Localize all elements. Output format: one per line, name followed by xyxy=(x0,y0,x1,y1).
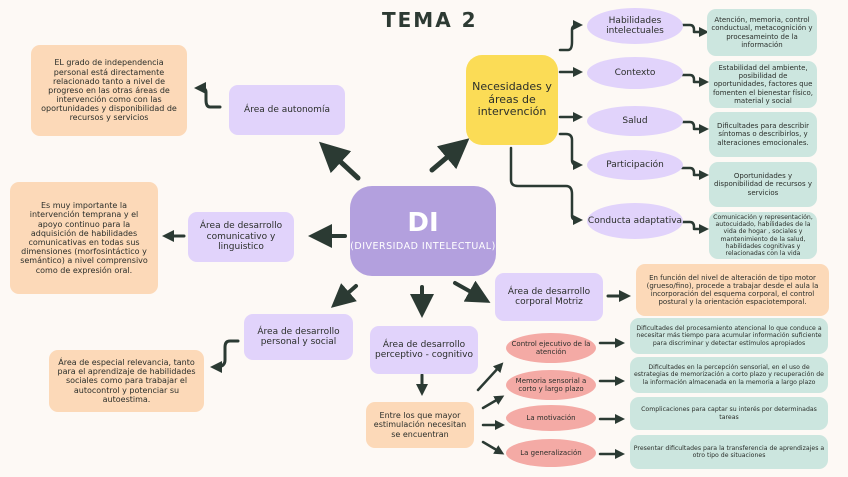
needs-node[interactable]: Necesidades y áreas de intervención xyxy=(466,55,558,145)
area-autonomia[interactable]: Área de autonomía xyxy=(229,85,345,135)
area-motriz[interactable]: Área de desarrollo corporal Motriz xyxy=(495,273,603,321)
perceptivo-detail-atencion: Dificultades del procesamiento atenciona… xyxy=(630,318,828,354)
area-perceptivo[interactable]: Área de desarrollo perceptivo - cognitiv… xyxy=(370,326,478,374)
perceptivo-detail-generalizacion: Presentar dificultades para la transfere… xyxy=(630,435,828,469)
arrow-autonomia-detail xyxy=(194,82,222,109)
perceptivo-item-memoria[interactable]: Memoria sensorial a corto y largo plazo xyxy=(506,370,596,400)
perceptivo-item-motivacion[interactable]: La motivación xyxy=(506,405,596,431)
needs-detail-conducta: Comunicación y representación, autocuida… xyxy=(709,212,817,259)
area-motriz-detail: En función del nivel de alteración de ti… xyxy=(636,264,829,316)
center-label: DI xyxy=(407,207,439,238)
arrow-to-autonomia xyxy=(319,141,361,181)
needs-item-salud[interactable]: Salud xyxy=(587,106,683,136)
area-comunicativo[interactable]: Área de desarrollo comunicativo y lingui… xyxy=(188,212,294,262)
arrow-personal-detail xyxy=(210,339,240,373)
perceptivo-detail-motivacion: Complicaciones para captar su interés po… xyxy=(630,397,828,430)
perceptivo-item-atencion[interactable]: Control ejecutivo de la atención xyxy=(506,333,596,363)
area-autonomia-detail: EL grado de independencia personal está … xyxy=(31,45,187,136)
page-title: TEMA 2 xyxy=(382,8,478,32)
needs-detail-contexto: Estabilidad del ambiente, posibilidad de… xyxy=(709,61,817,108)
needs-detail-participacion: Oportunidades y disponibilidad de recurs… xyxy=(709,162,817,207)
needs-detail-habilidades: Atención, memoria, control conductual, m… xyxy=(707,9,817,56)
arrow-to-necesidades xyxy=(429,138,470,173)
area-comunicativo-detail: Es muy importante la intervención tempra… xyxy=(10,182,158,294)
perceptivo-detail-memoria: Dificultades en la percepción sensorial,… xyxy=(630,357,828,393)
arrow-to-personal xyxy=(330,283,358,308)
arrow-to-motriz xyxy=(453,280,491,303)
needs-item-habilidades[interactable]: Habilidades intelectuales xyxy=(587,8,683,44)
center-sublabel: (DIVERSIDAD INTELECTUAL) xyxy=(350,241,496,253)
needs-detail-salud: Dificultades para describir síntomas o d… xyxy=(709,112,817,157)
area-perceptivo-intro: Entre los que mayor estimulación necesit… xyxy=(366,402,474,448)
area-personal[interactable]: Área de desarrollo personal y social xyxy=(244,314,353,360)
needs-item-conducta[interactable]: Conducta adaptativa xyxy=(587,203,683,239)
needs-item-participacion[interactable]: Participación xyxy=(587,150,683,180)
perceptivo-item-generalizacion[interactable]: La generalización xyxy=(506,439,596,467)
area-personal-detail: Área de especial relevancia, tanto para … xyxy=(49,350,204,412)
center-node-di[interactable]: DI (DIVERSIDAD INTELECTUAL) xyxy=(350,186,496,276)
needs-item-contexto[interactable]: Contexto xyxy=(587,57,683,89)
